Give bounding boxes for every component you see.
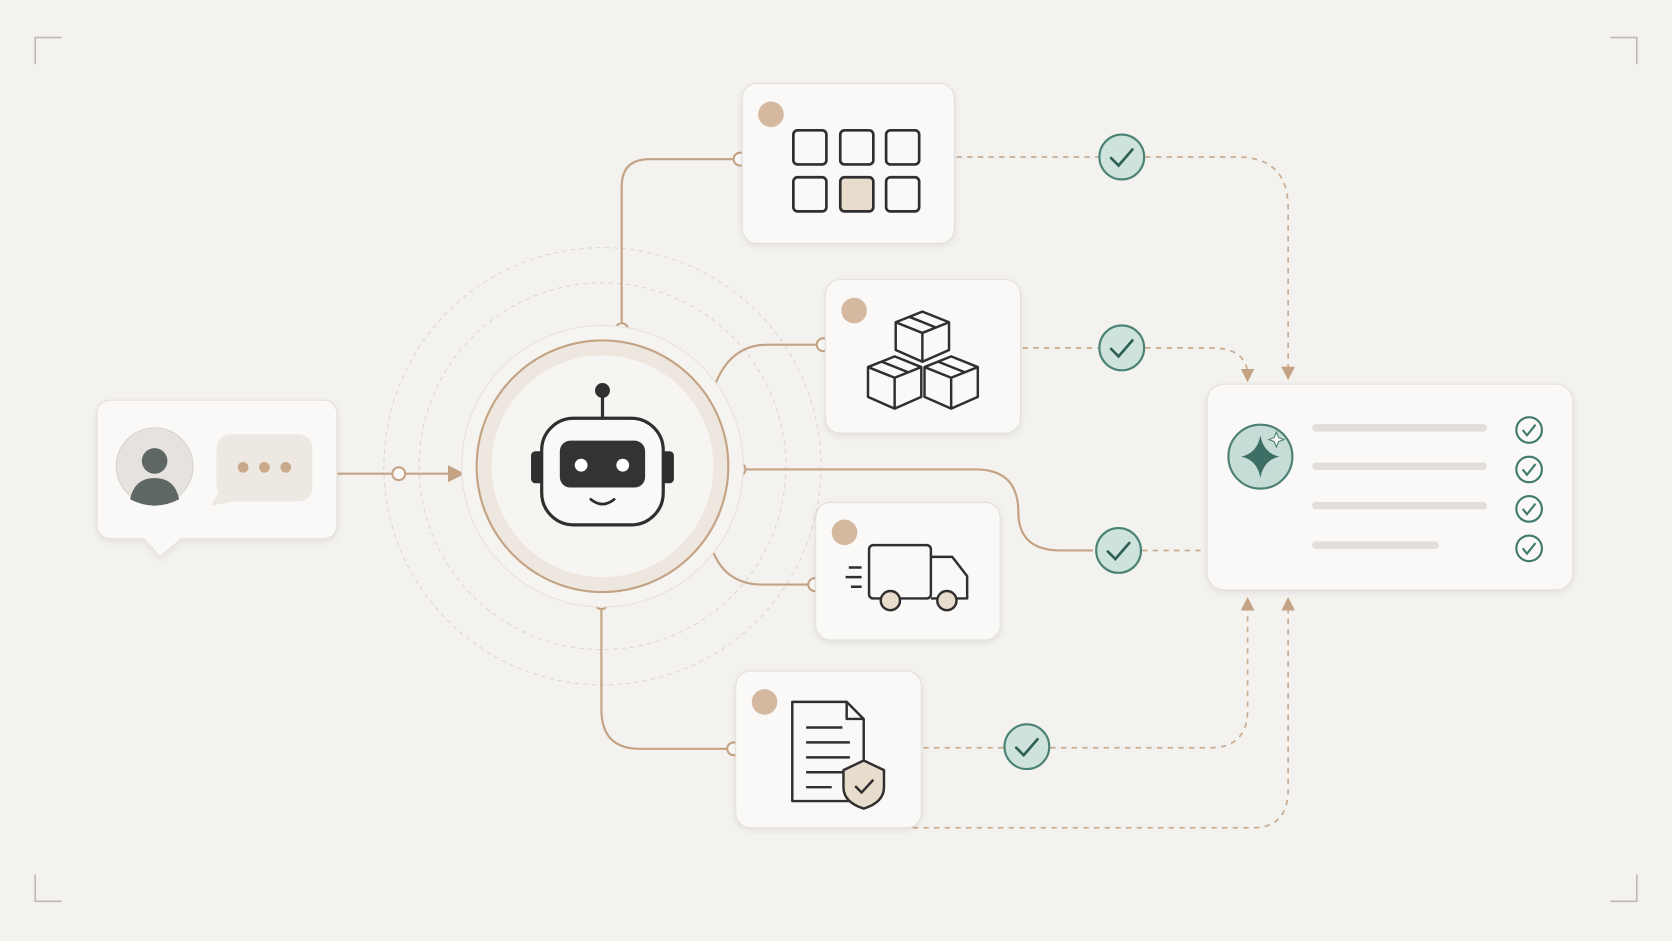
status-dot [831, 519, 858, 546]
task-grid-card[interactable] [741, 82, 955, 244]
robot-icon [531, 383, 674, 527]
connector-agent-to-document [600, 602, 734, 750]
status-dot [841, 297, 867, 324]
checklist-checks [1515, 416, 1543, 563]
grid-calendar-icon [792, 129, 921, 213]
status-dot [758, 101, 784, 128]
shipping-card[interactable] [815, 501, 1001, 641]
check-circle-icon [1098, 324, 1146, 372]
sparkle-icon [1227, 423, 1294, 490]
check-circle-icon [1095, 527, 1143, 574]
checklist [1312, 424, 1487, 549]
inventory-card[interactable] [824, 279, 1022, 434]
chat-bubble-icon [211, 434, 313, 506]
corner-brackets [34, 36, 1638, 903]
document-shield-icon [791, 700, 886, 810]
status-dot [751, 689, 778, 715]
connector-agent-to-boxes [710, 343, 824, 398]
check-circle-icon [1003, 723, 1051, 771]
boxes-icon [866, 310, 980, 410]
check-badges [1003, 133, 1146, 771]
connector-agent-to-truck [708, 538, 815, 586]
connector-agent-to-result [738, 468, 1093, 552]
compliance-card[interactable] [735, 670, 922, 829]
delivery-truck-icon [845, 543, 969, 612]
check-circle-icon [1098, 133, 1146, 181]
user-avatar-icon [115, 427, 194, 506]
connector-agent-to-grid [620, 158, 741, 330]
dashed-connectors [912, 156, 1295, 829]
result-card[interactable] [1206, 383, 1574, 591]
